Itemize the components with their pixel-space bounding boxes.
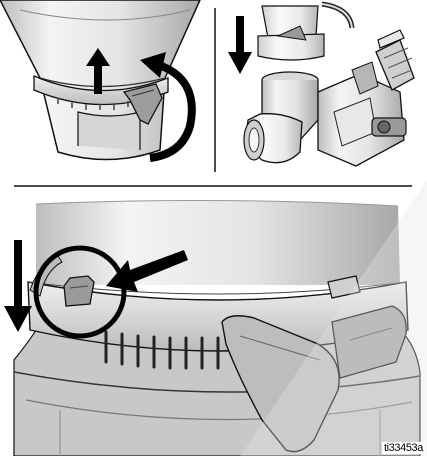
inlet-elbow <box>243 71 319 164</box>
hose-clamp <box>33 75 169 125</box>
up-arrow <box>86 48 110 94</box>
circle-highlight <box>33 245 127 339</box>
clamp-lever <box>221 305 407 453</box>
hose-fitting <box>257 1 355 61</box>
panel-bottom <box>4 199 421 456</box>
down-arrow-top <box>228 16 252 74</box>
pressure-knob <box>351 29 415 95</box>
panel-top-left <box>0 0 201 162</box>
pump-body <box>317 73 407 167</box>
panel-top-right <box>228 1 415 167</box>
clamp-slots <box>104 330 220 370</box>
locking-tab-left <box>63 275 95 307</box>
locking-tab-right <box>327 275 361 299</box>
pointer-arrow <box>106 250 188 292</box>
down-arrow-bottom <box>4 240 32 332</box>
rotate-arrow <box>140 52 196 162</box>
background-shading <box>240 180 427 456</box>
figure-reference-id: ti33453a <box>381 442 425 454</box>
